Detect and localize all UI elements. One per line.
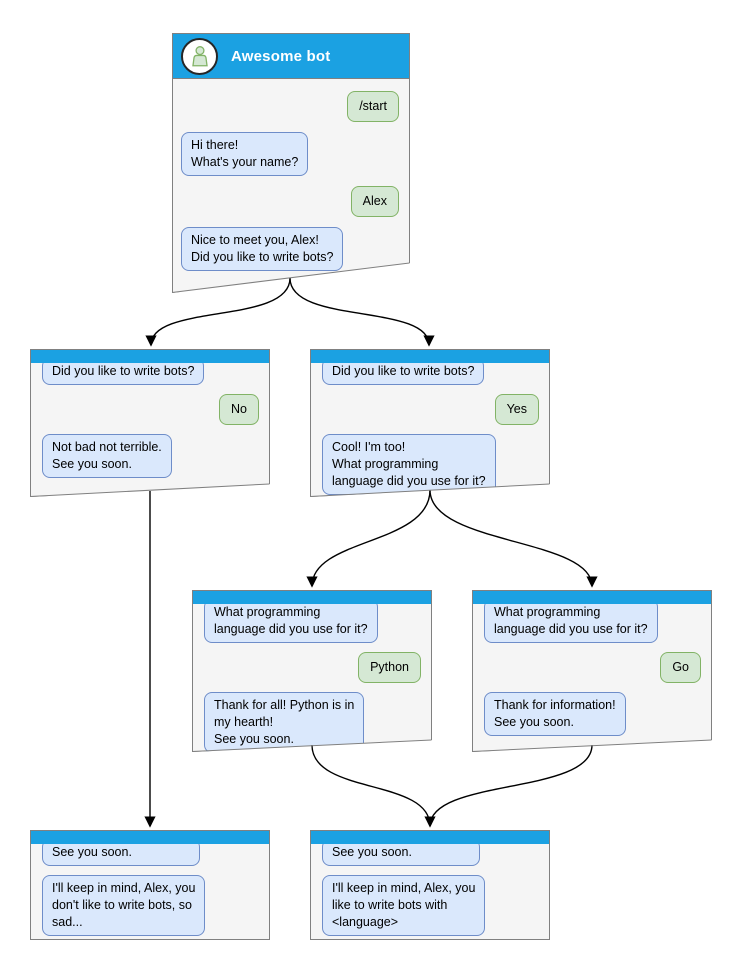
person-icon bbox=[191, 46, 208, 67]
bot-message: Cool! I'm too! What programming language… bbox=[322, 434, 496, 495]
chat-window-titlebar: Awesome bot bbox=[173, 34, 409, 79]
user-message: Python bbox=[358, 652, 421, 683]
message-list: See you soon. I'll keep in mind, Alex, y… bbox=[311, 839, 549, 936]
node-titlebar bbox=[473, 591, 711, 604]
arrow-root-to-no bbox=[145, 277, 291, 347]
user-message: Yes bbox=[494, 394, 539, 425]
user-message: Alex bbox=[350, 186, 399, 217]
message-list: See you soon. I'll keep in mind, Alex, y… bbox=[31, 839, 269, 936]
arrow-yes-to-python bbox=[306, 489, 431, 588]
message-list: What programming language did you use fo… bbox=[473, 599, 711, 736]
chat-node-end-no: See you soon. I'll keep in mind, Alex, y… bbox=[30, 830, 270, 940]
bot-message: Not bad not terrible. See you soon. bbox=[42, 434, 172, 478]
node-titlebar bbox=[311, 831, 549, 844]
message-list: Did you like to write bots? No Not bad n… bbox=[31, 358, 269, 478]
bot-message: Thank for all! Python is in my hearth! S… bbox=[204, 692, 365, 752]
chat-node-end-language: See you soon. I'll keep in mind, Alex, y… bbox=[310, 830, 550, 940]
chat-node-yes: Did you like to write bots? Yes Cool! I'… bbox=[310, 349, 550, 497]
bot-message: Thank for information! See you soon. bbox=[484, 692, 626, 736]
avatar bbox=[181, 37, 218, 75]
chat-window-awesome-bot: Awesome bot /start Hi there! What's your… bbox=[172, 33, 410, 293]
bot-message: Hi there! What's your name? bbox=[181, 132, 309, 176]
user-message: Go bbox=[660, 652, 701, 683]
bot-message: What programming language did you use fo… bbox=[204, 599, 378, 643]
chat-node-python: What programming language did you use fo… bbox=[192, 590, 432, 752]
node-titlebar bbox=[193, 591, 431, 604]
chat-node-no: Did you like to write bots? No Not bad n… bbox=[30, 349, 270, 497]
bot-title: Awesome bot bbox=[231, 47, 331, 65]
node-titlebar bbox=[31, 350, 269, 363]
message-list: /start Hi there! What's your name? Alex … bbox=[173, 79, 409, 271]
bot-message: Nice to meet you, Alex! Did you like to … bbox=[181, 227, 344, 271]
bot-message: I'll keep in mind, Alex, you like to wri… bbox=[322, 875, 486, 936]
arrow-yes-to-go bbox=[429, 489, 598, 588]
message-list: Did you like to write bots? Yes Cool! I'… bbox=[311, 358, 549, 495]
arrow-go-to-end bbox=[429, 744, 593, 827]
node-titlebar bbox=[311, 350, 549, 363]
node-titlebar bbox=[31, 831, 269, 844]
arrow-root-to-yes bbox=[289, 277, 435, 347]
arrow-python-to-end bbox=[311, 744, 436, 828]
bot-message: I'll keep in mind, Alex, you don't like … bbox=[42, 875, 206, 936]
user-message: No bbox=[219, 394, 259, 425]
chat-node-go: What programming language did you use fo… bbox=[472, 590, 712, 752]
message-list: What programming language did you use fo… bbox=[193, 599, 431, 752]
bot-message: What programming language did you use fo… bbox=[484, 599, 658, 643]
user-message: /start bbox=[347, 91, 399, 122]
